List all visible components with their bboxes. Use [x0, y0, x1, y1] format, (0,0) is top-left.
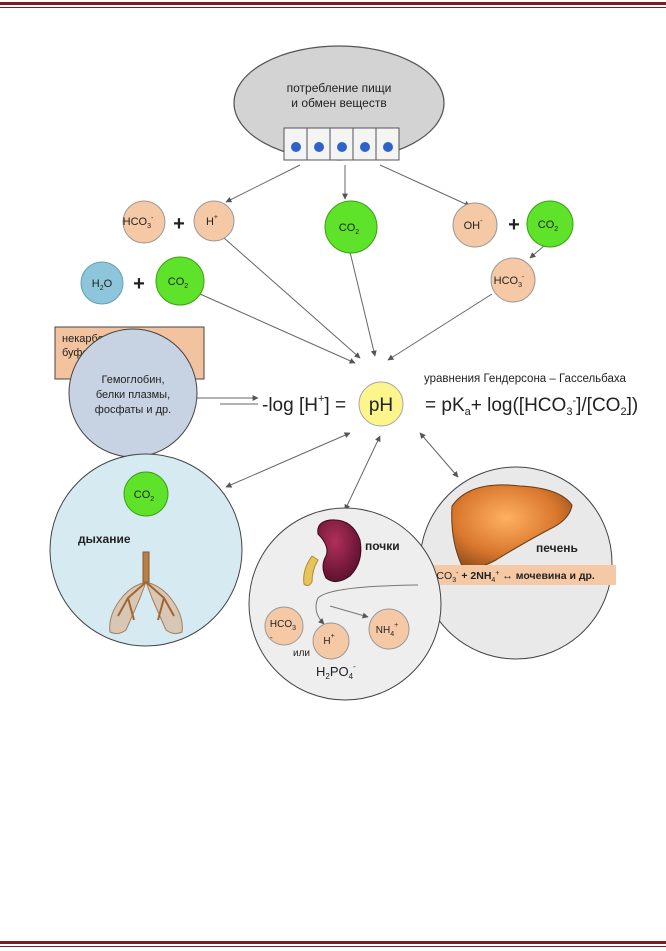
co2-node-center: CO2: [324, 200, 378, 254]
ph-label: pH: [369, 395, 393, 416]
hco3-node-right: HCO3-: [490, 257, 536, 303]
buffers-circle-line1: Гемоглобин,: [101, 374, 164, 386]
svg-text:HCO3: HCO3: [270, 619, 296, 632]
co2-node-right: CO2: [526, 200, 574, 248]
bottom-rule: [0, 941, 666, 947]
kidneys-node: почки HCO3 - или H+ NH4+ H2PO4-: [248, 507, 442, 701]
liver-reaction: 2HCO3- + 2NH4+ ↔ мочевина и др.: [423, 570, 595, 584]
buffers-circle-line2: белки плазмы,: [96, 389, 170, 401]
henderson-hasselbalch-equation: уравнения Гендерсона – Гассельбаха -log …: [262, 373, 638, 427]
svg-text:H+: H+: [206, 214, 218, 228]
svg-text:CO2: CO2: [538, 219, 559, 233]
svg-text:CO2: CO2: [339, 222, 360, 236]
cells-icon: [283, 127, 400, 161]
food-label-line1: потребление пищи: [287, 81, 392, 95]
ph-node: [358, 381, 404, 427]
equation-left: -log [H+] =: [262, 393, 346, 416]
h2po4-label: H2PO4-: [316, 662, 356, 681]
liver-reaction-box: [420, 565, 616, 585]
svg-text:NH4+: NH4+: [376, 622, 398, 638]
svg-text:OH-: OH-: [464, 218, 484, 232]
kidneys-label: почки: [365, 539, 400, 553]
svg-text:CO2: CO2: [134, 489, 155, 503]
buffers-circle-line3: фосфаты и др.: [95, 404, 171, 416]
svg-text:H+: H+: [323, 633, 334, 647]
svg-text:HCO3-: HCO3-: [494, 274, 525, 289]
kidneys-or: или: [293, 648, 310, 659]
plus-sign: +: [508, 214, 520, 236]
nh4-node: [368, 608, 410, 650]
h-plus-node-top: H+: [193, 200, 235, 242]
lungs-icon: [109, 551, 183, 635]
h-plus-node-kidney: [312, 622, 350, 660]
respiration-label: дыхание: [78, 532, 131, 546]
liver-node: печень 2HCO3- + 2NH4+ ↔ мочевина и др.: [419, 466, 616, 660]
co2-node-left: CO2: [155, 256, 205, 306]
liver-label: печень: [536, 541, 578, 555]
respiration-node: CO2 дыхание: [49, 453, 243, 647]
svg-text:H2O: H2O: [92, 278, 113, 292]
top-rule: [0, 2, 666, 8]
plus-sign: +: [173, 213, 185, 235]
plus-sign: +: [133, 273, 145, 295]
equation-right: = pKa+ log([HCO3-]/[CO2]): [425, 395, 638, 418]
arrows: [143, 164, 546, 553]
svg-text:CO2: CO2: [168, 276, 189, 290]
svg-text:-: -: [270, 633, 273, 642]
equation-title: уравнения Гендерсона – Гассельбаха: [424, 373, 627, 385]
svg-text:HCO3-: HCO3-: [123, 215, 154, 230]
food-label-line2: и обмен веществ: [291, 96, 386, 110]
buffers-node: некарбонатные буферы Гемоглобин, белки п…: [54, 326, 205, 458]
h2o-node: H2O: [80, 261, 124, 305]
hco3-node-kidney: [264, 606, 304, 646]
food-intake-node: потребление пищи и обмен веществ: [233, 45, 445, 161]
oh-node: OH-: [452, 202, 498, 248]
kidney-icon: [303, 519, 362, 587]
hco3-node-top: HCO3-: [122, 200, 166, 244]
